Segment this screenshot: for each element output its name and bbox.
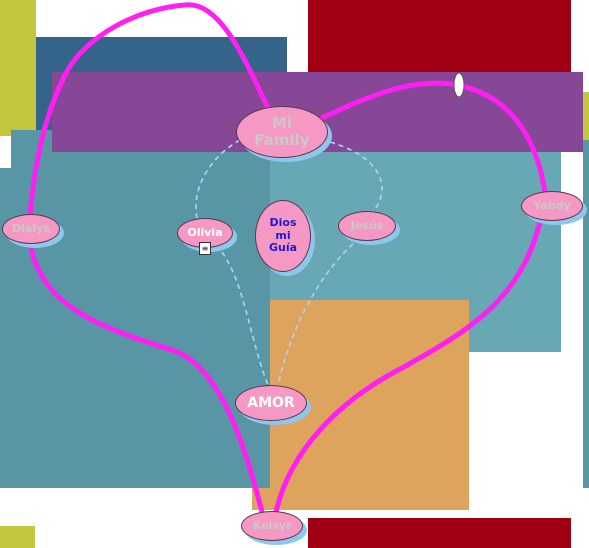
node-dialys-label: Dialys xyxy=(12,221,50,235)
bg-block-teal-right xyxy=(583,140,589,488)
node-amor-label: AMOR xyxy=(247,394,295,411)
node-kelsyr-label: Kelsyr xyxy=(252,518,292,532)
dashed-link-jesus-amor[interactable] xyxy=(277,237,361,386)
link-family-yabdy[interactable] xyxy=(319,80,548,195)
bg-block-maroon-bottom xyxy=(308,518,571,548)
note-icon[interactable]: ≡ xyxy=(199,242,211,255)
waypoint-handle[interactable] xyxy=(453,72,465,98)
link-dialys-kelsyr[interactable] xyxy=(27,239,265,515)
link-yabdy-kelsyr[interactable] xyxy=(273,219,543,515)
node-amor[interactable]: AMOR xyxy=(235,385,307,421)
node-mi-family[interactable]: Mi Family xyxy=(236,106,328,158)
node-kelsyr[interactable]: Kelsyr xyxy=(241,511,303,541)
dashed-link-family-jesus[interactable] xyxy=(329,141,383,216)
bg-block-olive-bottom xyxy=(0,526,35,548)
bg-block-olive-left xyxy=(0,0,36,136)
node-dialys[interactable]: Dialys xyxy=(2,214,60,244)
dashed-link-olivia-amor[interactable] xyxy=(221,251,269,386)
dashed-link-family-olivia[interactable] xyxy=(195,139,241,223)
node-jesus-label: Jesús xyxy=(350,218,384,232)
node-yabdy[interactable]: Yabdy xyxy=(521,191,583,221)
node-dios-mi-guia-label: Dios mi Guía xyxy=(268,216,298,255)
bg-block-olive-right xyxy=(583,92,589,140)
node-jesus[interactable]: Jesús xyxy=(338,211,396,241)
link-family-dialys[interactable] xyxy=(27,2,271,218)
node-mi-family-label: Mi Family xyxy=(254,113,310,149)
node-yabdy-label: Yabdy xyxy=(533,198,571,212)
node-olivia-label: Olivia xyxy=(187,225,223,239)
node-dios-mi-guia[interactable]: Dios mi Guía xyxy=(255,200,311,272)
